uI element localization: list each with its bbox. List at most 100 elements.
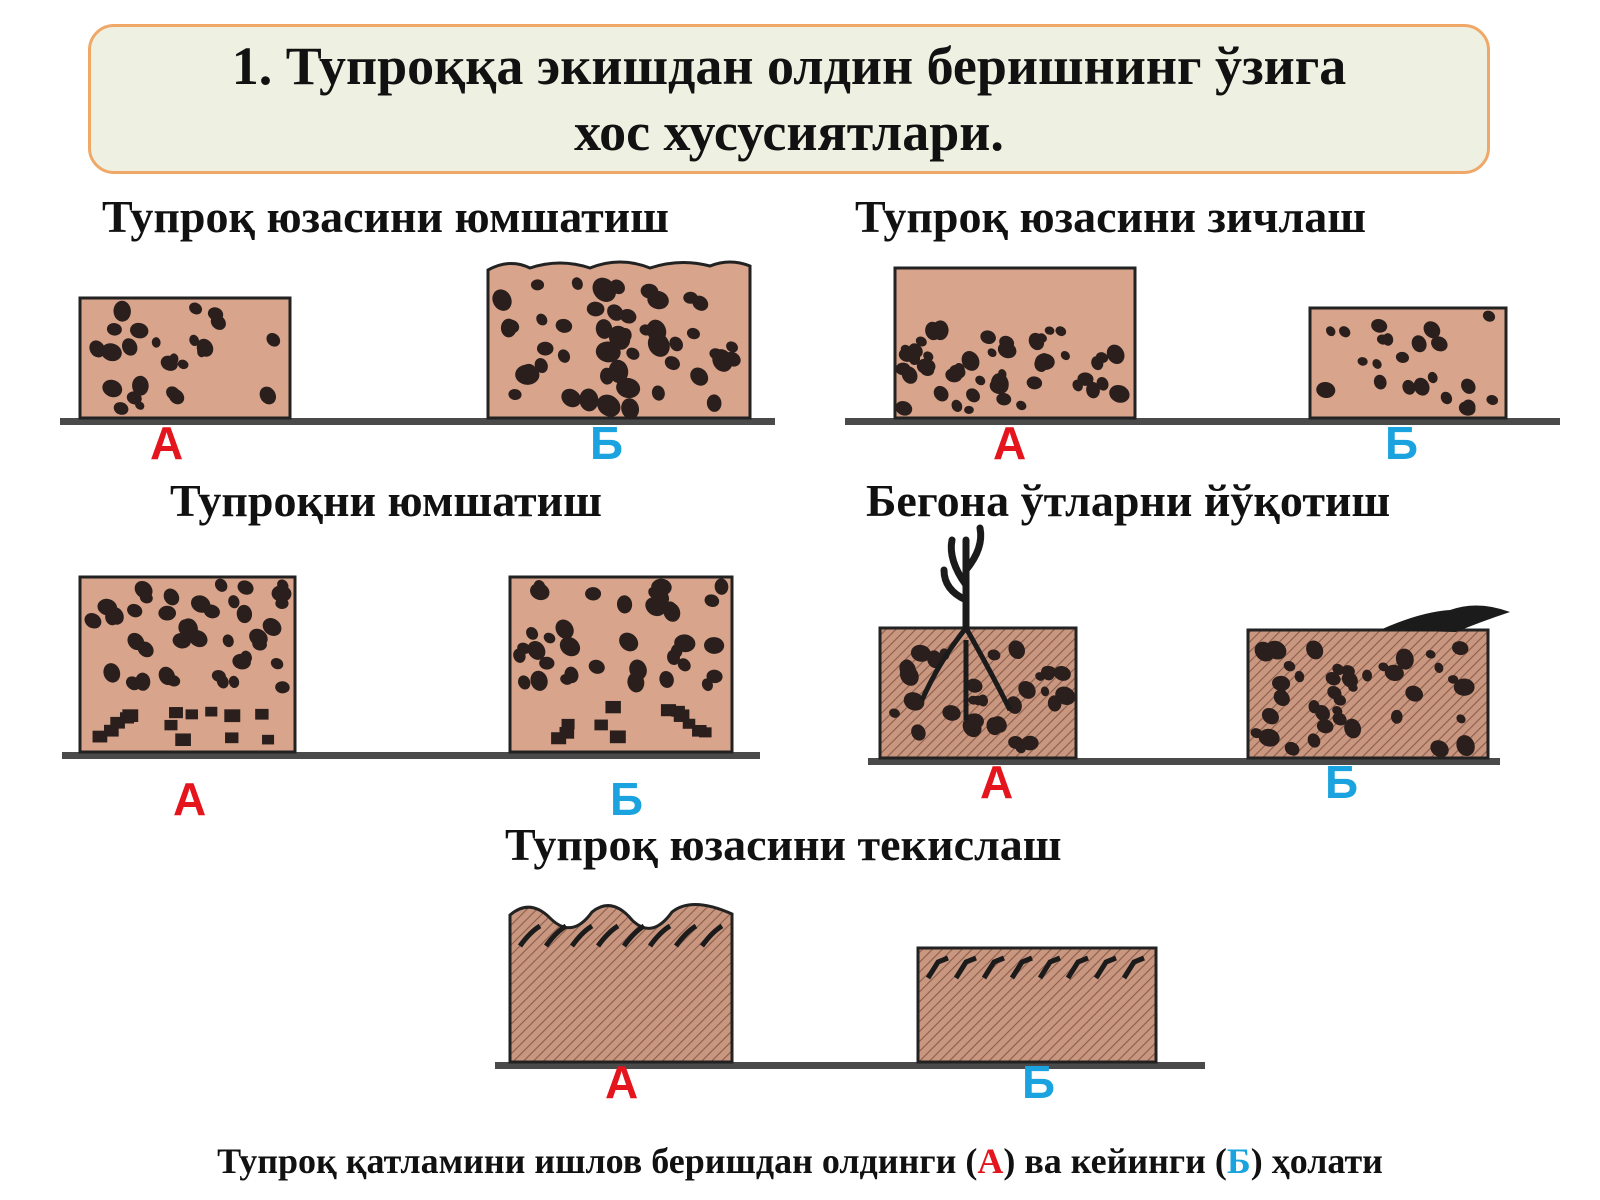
panel-1-soil-clod-b — [647, 290, 669, 310]
panel-3-soil-clod-a — [216, 674, 229, 689]
panel-2-soil-clod-a — [908, 343, 923, 358]
panel-1-soil-clod-a — [113, 300, 131, 322]
panel-3-soil-clod-b — [674, 634, 696, 653]
panel-3-soil-clod-b — [555, 619, 574, 639]
panel-3-soil-clod-a — [270, 657, 284, 670]
panel-1-soil-clod-b — [534, 358, 548, 374]
panel-2-soil-clod-b — [1376, 334, 1389, 345]
panel-1-ground-line — [60, 418, 775, 425]
panel-3-soil-clod-a-lower — [175, 733, 191, 746]
panel-2-soil-clod-a — [998, 369, 1007, 379]
panel-3-soil-clod-b-lower — [605, 700, 621, 714]
panel-4-label-a: А — [980, 756, 1014, 808]
panel-1-soil-clod-b — [555, 318, 573, 333]
panel-2-soil-clod-b — [1461, 378, 1476, 394]
panel-1-soil-clod-b — [692, 295, 709, 311]
panel-2-soil-clod-b — [1339, 326, 1351, 338]
panel-3-soil-clod-a — [214, 578, 228, 592]
panel-3-soil-clod-a — [228, 675, 240, 689]
panel-2-soil-clod-a — [966, 388, 980, 403]
panel-3-soil-clod-b — [539, 656, 555, 670]
panel-2-soil-clod-a — [1106, 344, 1125, 365]
panel-3-soil-clod-b — [659, 670, 674, 688]
panel-3-soil-clod-a — [103, 663, 121, 683]
panel-1-soil-clod-a — [113, 402, 129, 415]
panel-4-soil-clod-a — [972, 695, 984, 706]
panel-3-soil-clod-b — [619, 632, 639, 652]
panel-2-soil-clod-b — [1371, 318, 1388, 333]
panel-2-soil-clod-a — [951, 399, 963, 412]
panel-3-soil-clod-b — [526, 627, 539, 640]
panel-2-soil-clod-a — [996, 392, 1012, 406]
panel-2-soil-block-b — [1308, 306, 1508, 420]
panel-4-soil-clod-b — [1261, 707, 1279, 725]
panel-3-soil-clod-b — [664, 601, 678, 615]
panel-4-soil-clod-b — [1250, 728, 1263, 739]
panel-3-label-b: Б — [610, 773, 644, 825]
panel-5-soil-block-a — [508, 902, 734, 1064]
panel-3-soil-clod-b — [527, 640, 546, 660]
panel-4-soil-clod-a — [966, 678, 983, 693]
panel-2-soil-clod-b — [1482, 310, 1496, 322]
panel-3-soil-clod-b — [629, 659, 647, 680]
panel-4-soil-clod-b — [1307, 733, 1321, 748]
panel-5-surface-ridge-a — [673, 923, 698, 948]
panel-3-soil-clod-b-lower — [559, 726, 575, 739]
panel-4-heading: Бегона ўтларни йўқотиш — [866, 475, 1391, 526]
panel-5-surface-ridge-a — [569, 923, 594, 948]
panel-1-soil-clod-b — [597, 394, 621, 417]
panel-5-label-a: А — [605, 1056, 639, 1108]
panel-1-soil-clod-b — [706, 394, 722, 412]
panel-2-soil-clod-a — [954, 362, 965, 373]
panel-4-soil-clod-a — [1023, 736, 1033, 747]
panel-3-soil-clod-b — [677, 658, 691, 672]
panel-3-soil-clod-a-lower — [262, 734, 275, 745]
panel-1-heading: Тупроқ юзасини юмшатиш — [102, 191, 670, 242]
panel-3-soil-clod-a — [158, 605, 177, 621]
panel-5-surface-ridge-a — [699, 923, 724, 948]
panel-2-soil-clod-a — [980, 330, 996, 345]
panel-3-soil-clod-b — [588, 659, 605, 674]
panel-3-soil-clod-a-lower — [185, 709, 198, 720]
panel-4-soil-clod-a — [1015, 741, 1026, 754]
panel-3-soil-clod-b — [704, 594, 720, 607]
panel-3-soil-clod-b — [651, 578, 672, 596]
panel-2-soil-clod-a — [1109, 384, 1130, 403]
panel-2-soil-clod-a — [1060, 350, 1070, 361]
panel-1-soil-clod-b — [621, 398, 640, 420]
panel-3-soil-clod-a — [127, 632, 145, 651]
panel-4-soil-clod-b — [1430, 740, 1449, 758]
panel-2-soil-clod-a — [1016, 400, 1027, 411]
panel-3-soil-clod-a — [134, 580, 153, 599]
panel-4-soil-clod-b — [1332, 706, 1343, 716]
panel-1-soil-clod-a — [106, 323, 122, 336]
panel-5-soil-block-b — [916, 946, 1158, 1064]
panel-3-soil-clod-b — [518, 675, 531, 690]
panel-2-soil-clod-a — [989, 378, 1009, 394]
panel-3-soil-clod-a — [236, 604, 253, 624]
panel-5-surface-mark-b — [925, 955, 949, 980]
panel-2-soil-clod-a — [975, 375, 986, 386]
panel-3-soil-clod-b — [706, 669, 723, 684]
panel-4-soil-clod-b — [1306, 640, 1324, 660]
panel-3-soil-clod-a — [249, 628, 268, 647]
panel-2-soil-clod-a — [1028, 332, 1045, 351]
panel-4-soil-clod-b — [1447, 675, 1459, 684]
panel-4-soil-clod-b — [1456, 735, 1475, 757]
panel-4-soil-clod-b — [1284, 741, 1300, 756]
panel-1-soil-clod-b — [669, 336, 683, 352]
panel-1-soil-clod-a — [177, 359, 189, 370]
panel-4-soil-clod-b — [1273, 689, 1290, 707]
panel-1-soil-clod-b — [686, 327, 700, 340]
panel-3-soil-clod-a — [232, 653, 251, 670]
panel-2-soil-clod-a — [915, 336, 927, 347]
panel-1-soil-clod-b — [500, 318, 517, 338]
panel-5-surface-ridge-a — [647, 923, 672, 948]
panel-3-soil-clod-a — [203, 604, 220, 619]
panel-3-soil-clod-b — [701, 678, 713, 691]
panel-1-soil-clod-b — [492, 289, 512, 311]
panel-1-soil-clod-b — [595, 319, 613, 339]
panel-2-soil-clod-a — [933, 385, 949, 402]
panel-2-soil-clod-a — [1035, 353, 1055, 370]
panel-4-soil-clod-a — [911, 724, 926, 741]
